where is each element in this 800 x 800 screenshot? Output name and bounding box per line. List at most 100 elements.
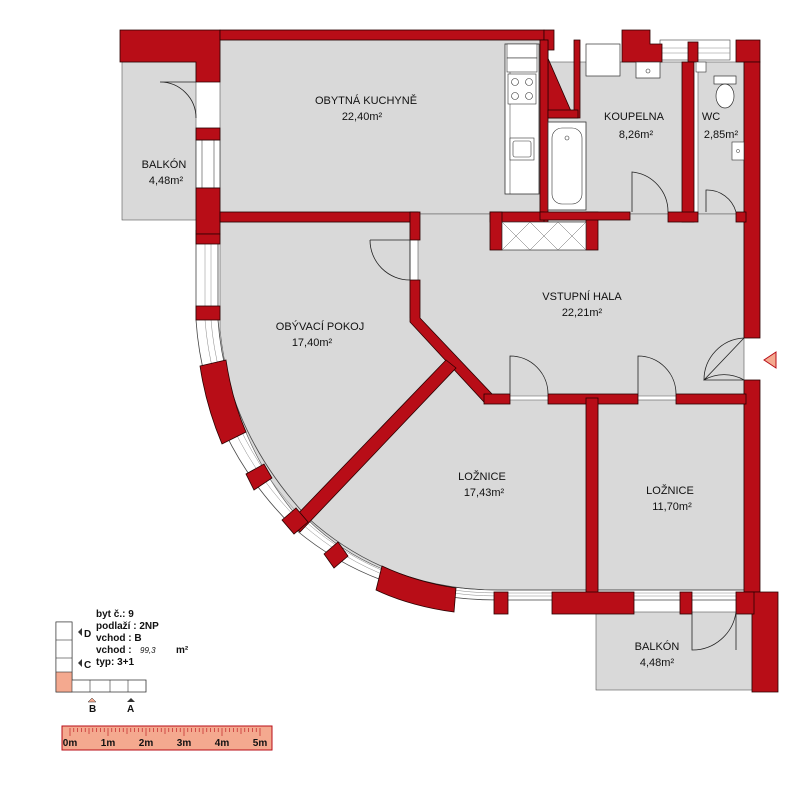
flat-type: typ: 3+1 bbox=[96, 657, 135, 668]
wall bbox=[667, 211, 699, 223]
entrance-arrow-icon bbox=[87, 697, 97, 703]
toilet-icon bbox=[713, 75, 737, 109]
wall bbox=[735, 211, 747, 223]
wall bbox=[289, 359, 457, 533]
wall bbox=[493, 591, 509, 615]
balcony-left-floor bbox=[121, 61, 197, 221]
marker-a: A bbox=[127, 704, 134, 715]
door-swing-icon bbox=[637, 355, 677, 395]
scale-label: 5m bbox=[253, 738, 268, 749]
door-swing-icon bbox=[369, 239, 411, 281]
scale-label: 2m bbox=[139, 738, 154, 749]
scale-label: 0m bbox=[63, 738, 78, 749]
marker-d: D bbox=[84, 629, 91, 640]
legend: byt č.: 9 podlaží : 2NP vchod : B vchod … bbox=[55, 609, 189, 715]
door-swing-icon bbox=[509, 355, 549, 395]
duct-icon bbox=[695, 61, 707, 73]
door-swing-icon bbox=[631, 171, 669, 213]
floor-level: podlaží : 2NP bbox=[96, 621, 159, 632]
entrance-arrow-icon bbox=[78, 628, 82, 636]
bedroom1-area: 17,43m² bbox=[464, 487, 505, 499]
sink-icon bbox=[509, 137, 535, 161]
entrance-2-label: vchod : bbox=[96, 645, 132, 656]
bathroom-area: 8,26m² bbox=[619, 129, 654, 141]
entrance-2-value: 99,3 bbox=[140, 646, 156, 655]
fixtures bbox=[501, 43, 745, 251]
hall-name: VSTUPNÍ HALA bbox=[542, 290, 622, 303]
wall bbox=[681, 61, 695, 223]
cabinet-block bbox=[506, 57, 538, 73]
wall bbox=[375, 565, 457, 613]
bedroom2-floor bbox=[597, 399, 745, 591]
scale-ticks bbox=[69, 728, 261, 736]
key-plan: D C B A bbox=[55, 621, 147, 715]
wall bbox=[547, 109, 579, 119]
balcony-bottom-area: 4,48m² bbox=[640, 657, 675, 669]
key-plan-highlight bbox=[55, 671, 73, 693]
living-room-area: 17,40m² bbox=[292, 337, 333, 349]
wall bbox=[199, 359, 247, 445]
scale-label: 3m bbox=[177, 738, 192, 749]
wall bbox=[409, 211, 421, 241]
wall bbox=[539, 39, 549, 223]
washing-machine bbox=[585, 43, 621, 77]
entrance-2-unit: m² bbox=[176, 645, 189, 656]
flat-number: byt č.: 9 bbox=[96, 609, 134, 620]
wall bbox=[219, 211, 419, 223]
wc-name: WC bbox=[702, 111, 720, 123]
walls bbox=[119, 29, 779, 693]
wall bbox=[687, 41, 699, 63]
wall bbox=[195, 187, 221, 235]
room-labels: OBYTNÁ KUCHYNĚ 22,40m² KOUPELNA 8,26m² W… bbox=[142, 94, 739, 669]
doors bbox=[159, 81, 777, 651]
balcony-bottom-name: BALKÓN bbox=[635, 640, 680, 653]
wc-washbasin-icon bbox=[731, 141, 745, 161]
wall bbox=[195, 233, 221, 245]
wall bbox=[735, 39, 761, 63]
wall bbox=[281, 507, 309, 535]
wall bbox=[551, 591, 635, 615]
hall-area: 22,21m² bbox=[562, 307, 603, 319]
entrance-arrow-icon bbox=[78, 659, 82, 667]
wc-area: 2,85m² bbox=[704, 129, 739, 141]
door-swing-icon bbox=[705, 189, 737, 213]
wall bbox=[195, 305, 221, 321]
kitchen-name: OBYTNÁ KUCHYNĚ bbox=[315, 94, 417, 107]
wall bbox=[751, 591, 779, 693]
scale-label: 1m bbox=[101, 738, 116, 749]
balcony-left-area: 4,48m² bbox=[149, 175, 184, 187]
entrance-arrow-icon bbox=[127, 698, 135, 702]
entrance-1: vchod : B bbox=[96, 633, 142, 644]
wall bbox=[679, 591, 693, 615]
wall bbox=[219, 29, 545, 41]
entrance-marker-icon bbox=[763, 351, 777, 369]
marker-b: B bbox=[89, 704, 96, 715]
washbasin-icon bbox=[635, 61, 661, 79]
scale-label: 4m bbox=[215, 738, 230, 749]
balcony-left-name: BALKÓN bbox=[142, 158, 187, 171]
cabinet-block bbox=[506, 43, 538, 59]
balcony-bottom-floor bbox=[595, 611, 753, 691]
door-swing-icon bbox=[159, 81, 197, 119]
wardrobe bbox=[501, 221, 587, 251]
stove-icon bbox=[507, 73, 537, 105]
door-swing-icon bbox=[703, 337, 746, 381]
wall bbox=[195, 127, 221, 141]
scale-bar-body bbox=[61, 725, 273, 751]
bedroom2-name: LOŽNICE bbox=[646, 484, 694, 497]
scale-labels: 0m 1m 2m 3m 4m 5m bbox=[63, 738, 268, 749]
wall bbox=[489, 211, 503, 251]
bathtub-icon bbox=[547, 121, 587, 211]
room-floors bbox=[121, 39, 753, 691]
wall bbox=[675, 393, 747, 405]
wall bbox=[743, 379, 761, 593]
scale-bar: 0m 1m 2m 3m 4m 5m bbox=[61, 725, 273, 751]
wall bbox=[245, 463, 273, 491]
wall bbox=[735, 591, 755, 615]
door-swing-icon bbox=[703, 337, 745, 381]
kitchen-area: 22,40m² bbox=[342, 111, 383, 123]
bedroom1-name: LOŽNICE bbox=[458, 470, 506, 483]
wall bbox=[483, 393, 511, 405]
kitchen-floor bbox=[219, 39, 541, 215]
